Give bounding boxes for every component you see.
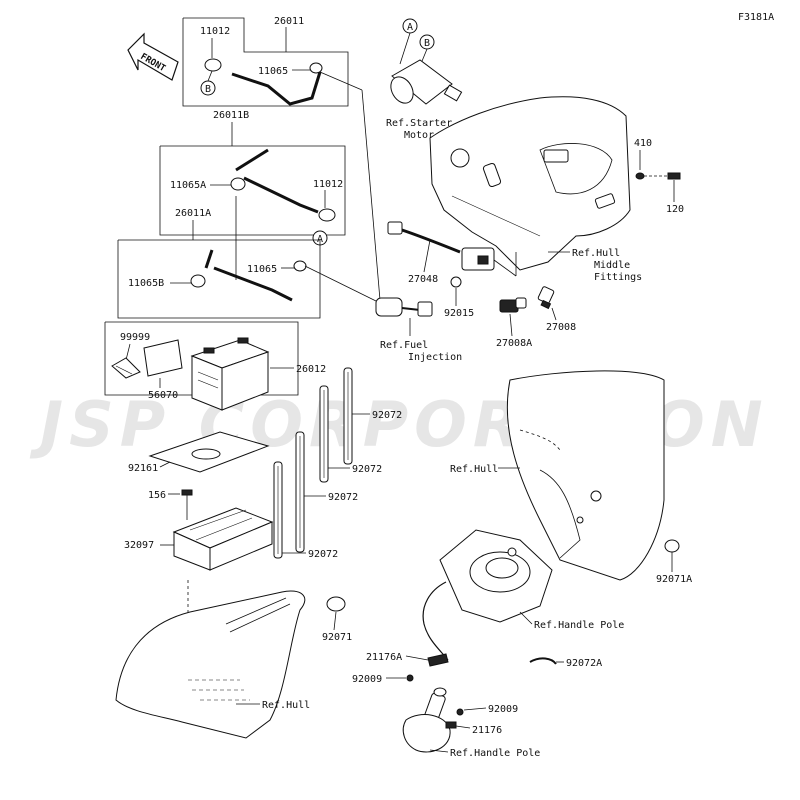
group-outline-battery <box>104 321 299 396</box>
bolt-120 <box>667 172 681 180</box>
label-ref-hull-right: Ref.Hull <box>450 464 498 475</box>
label-26011A: 26011A <box>175 208 211 219</box>
label-11012-top: 11012 <box>200 26 230 37</box>
hull-section-left <box>115 590 306 739</box>
front-arrow-icon: FRONT <box>127 32 179 81</box>
label-11012-mid: 11012 <box>313 179 343 190</box>
label-21176A: 21176A <box>366 652 402 663</box>
terminal-cap-11065-low <box>293 260 307 272</box>
label-92009-a: 92009 <box>352 674 382 685</box>
label-32097: 32097 <box>124 540 154 551</box>
cable-handle <box>422 581 449 661</box>
group-outline-26011B <box>159 145 346 236</box>
relay-27008A <box>499 297 527 313</box>
fuel-injection-module <box>375 297 433 317</box>
clip-21176 <box>445 721 457 729</box>
callout-a-mid: A <box>317 234 323 245</box>
label-ref-hull-mid-2: Middle <box>594 260 630 271</box>
group-outline-26011 <box>182 17 349 107</box>
label-ref-hull-mid-1: Ref.Hull <box>572 248 620 259</box>
callout-b-top: B <box>205 84 211 95</box>
terminal-cap-11065-top <box>309 62 323 74</box>
label-11065-top: 11065 <box>258 66 288 77</box>
screw-92009-b <box>456 708 464 716</box>
battery-case-32097 <box>172 507 274 571</box>
label-92009-b: 92009 <box>488 704 518 715</box>
strap-92072-4 <box>273 461 283 559</box>
hull-middle-fittings <box>429 96 631 271</box>
figure-code: F3181A <box>738 12 774 23</box>
label-26011B: 26011B <box>213 110 249 121</box>
label-92072-d: 92072 <box>308 549 338 560</box>
label-ref-hull-bottom: Ref.Hull <box>262 700 310 711</box>
label-92015: 92015 <box>444 308 474 319</box>
label-ref-starter-2: Motor <box>404 130 434 141</box>
label-92071A: 92071A <box>656 574 692 585</box>
label-21176: 21176 <box>472 725 502 736</box>
starter-motor <box>390 59 463 105</box>
label-92071: 92071 <box>322 632 352 643</box>
callout-a-top: A <box>407 22 413 33</box>
terminal-cover-11012 <box>204 58 222 72</box>
label-92072-a: 92072 <box>372 410 402 421</box>
label-27008A: 27008A <box>496 338 532 349</box>
grommet-92015 <box>450 276 462 288</box>
label-ref-handle-pole-2: Ref.Handle Pole <box>450 748 540 759</box>
cable-26011B <box>235 148 319 214</box>
label-11065B: 11065B <box>128 278 164 289</box>
hull-section-right <box>506 370 665 581</box>
label-ref-handle-pole-1: Ref.Handle Pole <box>534 620 624 631</box>
label-99999: 99999 <box>120 332 150 343</box>
label-26012: 26012 <box>296 364 326 375</box>
cap-92071A <box>664 539 680 553</box>
cap-92071 <box>326 596 346 612</box>
label-11065A: 11065A <box>170 180 206 191</box>
relay-27008 <box>537 286 555 310</box>
label-26011: 26011 <box>274 16 304 27</box>
label-92072-c: 92072 <box>328 492 358 503</box>
label-ref-starter-1: Ref.Starter <box>386 118 452 129</box>
bolt-156 <box>181 489 193 496</box>
terminal-cover-11012-mid <box>318 208 336 222</box>
terminal-cap-11065B <box>190 274 206 288</box>
group-outline-26011A <box>117 239 321 319</box>
handle-pole-sensor <box>402 687 451 753</box>
cable-26011 <box>231 71 322 106</box>
label-92072-b: 92072 <box>352 464 382 475</box>
label-27048: 27048 <box>408 274 438 285</box>
label-11065-low: 11065 <box>247 264 277 275</box>
battery-26012 <box>190 337 270 411</box>
label-56070: 56070 <box>148 390 178 401</box>
label-ref-fuel-1: Ref.Fuel <box>380 340 428 351</box>
clamp-92072A <box>529 657 557 665</box>
label-92072A: 92072A <box>566 658 602 669</box>
label-156: 156 <box>148 490 166 501</box>
strap-92072-3 <box>295 431 305 553</box>
label-120: 120 <box>666 204 684 215</box>
strap-92072-2 <box>319 385 329 483</box>
label-ref-fuel-2: Injection <box>408 352 462 363</box>
terminal-cap-11065A <box>230 177 246 191</box>
handle-pole-plate <box>439 529 553 623</box>
strap-92072-1 <box>343 367 353 465</box>
label-card-56070 <box>143 339 183 377</box>
label-92161: 92161 <box>128 463 158 474</box>
callout-b-top-right: B <box>424 38 430 49</box>
cable-26011A <box>204 249 293 302</box>
clip-21176A <box>427 653 449 667</box>
label-ref-hull-mid-3: Fittings <box>594 272 642 283</box>
label-27008: 27008 <box>546 322 576 333</box>
battery-sticker-small <box>111 357 141 379</box>
washer-410 <box>635 172 645 180</box>
label-410: 410 <box>634 138 652 149</box>
screw-92009-a <box>406 674 414 682</box>
